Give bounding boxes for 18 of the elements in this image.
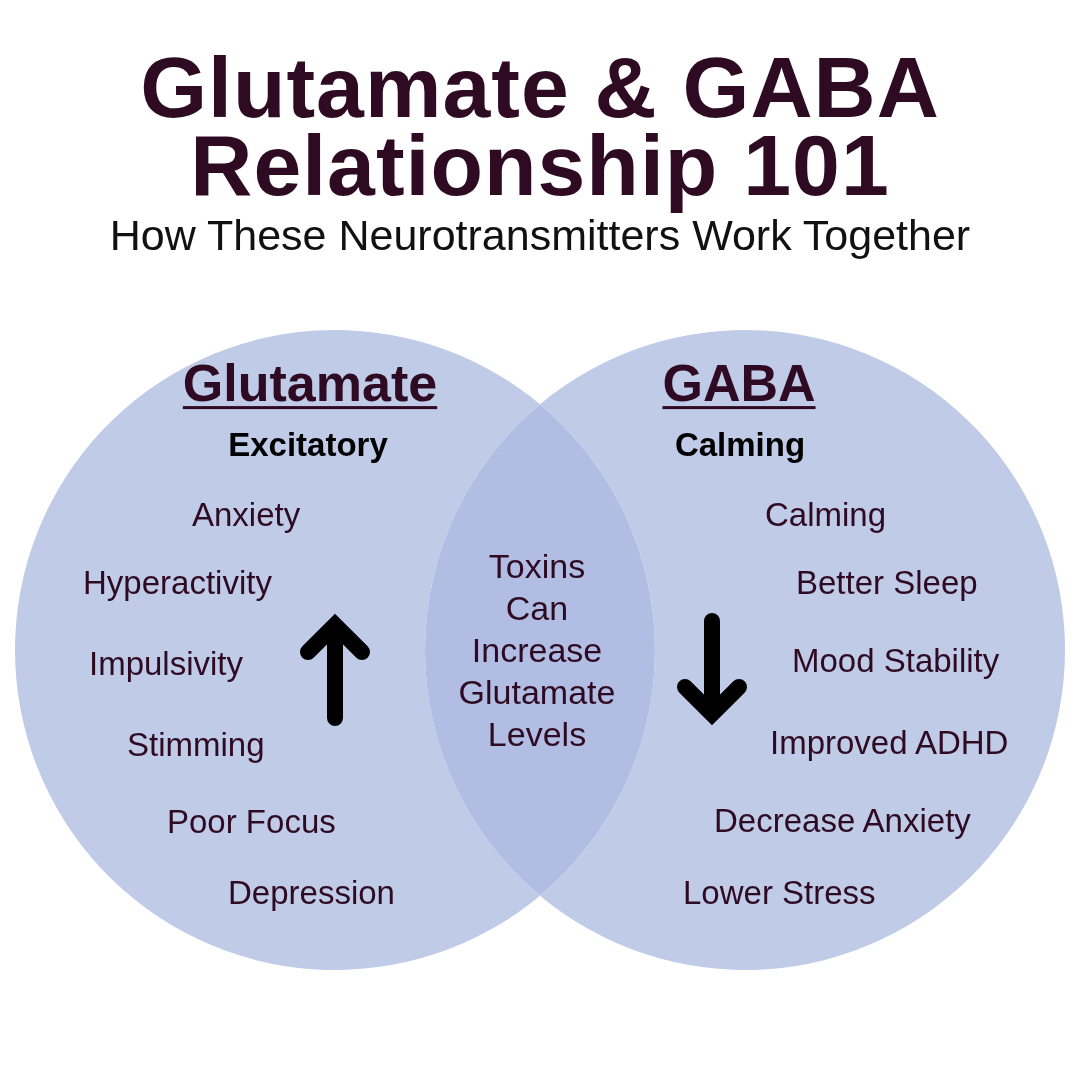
effect-label: Improved ADHD (770, 723, 1009, 763)
circle-heading: GABA (662, 354, 816, 414)
effect-label: Anxiety (192, 495, 301, 535)
effect-label: Mood Stability (792, 641, 1000, 681)
effect-label: Poor Focus (167, 802, 336, 842)
effect-label: Decrease Anxiety (714, 801, 971, 841)
overlap-text: Toxins Can Increase Glutamate Levels (457, 546, 617, 755)
effect-label: Stimming (127, 725, 265, 765)
circle-heading: Glutamate (182, 354, 438, 414)
subheading: Calming (674, 425, 806, 465)
effect-label: Depression (228, 873, 395, 913)
title: Glutamate & GABA Relationship 101 (139, 44, 941, 215)
effect-label: Better Sleep (796, 563, 978, 603)
effect-label: Impulsivity (89, 644, 244, 684)
effect-label: Hyperactivity (83, 563, 272, 603)
effect-label: Calming (765, 495, 887, 535)
effect-label: Lower Stress (683, 873, 876, 913)
subheading: Excitatory (228, 425, 388, 465)
